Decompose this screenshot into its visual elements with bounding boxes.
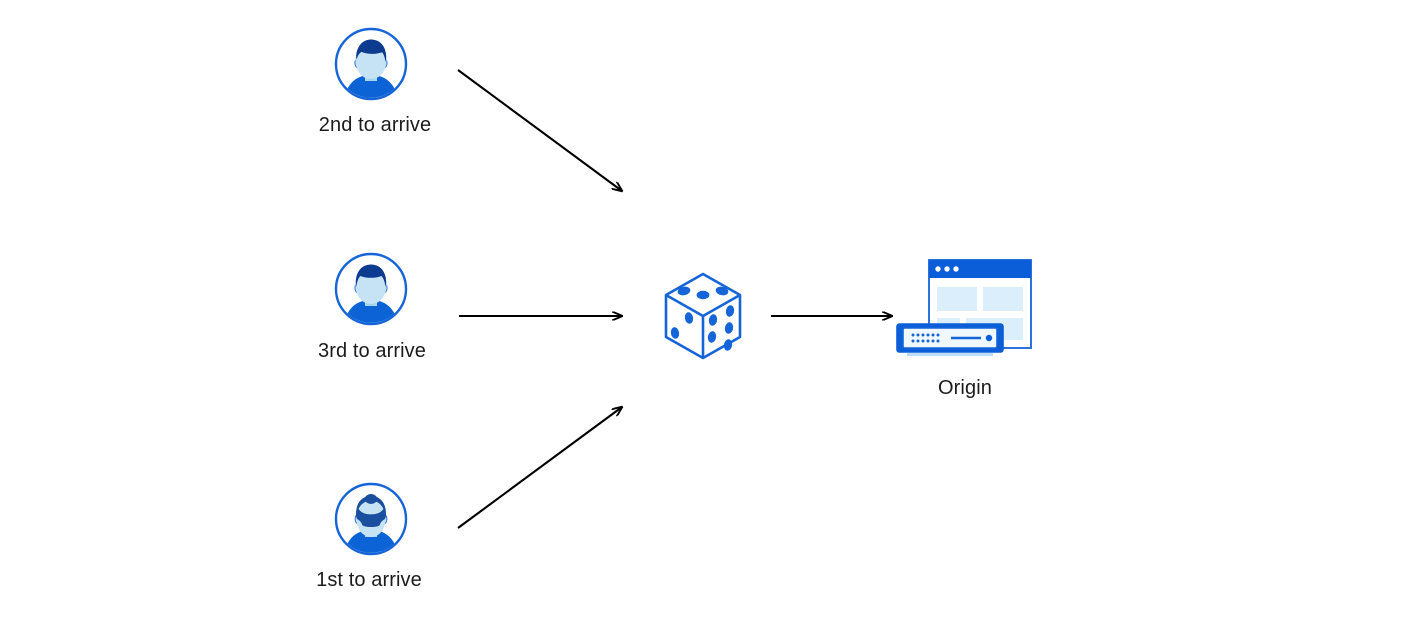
avatar-female-icon xyxy=(334,482,408,556)
avatar xyxy=(334,27,408,101)
node-label-client-3rd: 3rd to arrive xyxy=(317,340,426,362)
dice-icon xyxy=(664,272,742,360)
origin-server-icon xyxy=(896,259,1032,356)
node-label-origin: Origin xyxy=(938,377,992,399)
avatar xyxy=(334,482,408,556)
avatar xyxy=(334,252,408,326)
avatar-male-icon xyxy=(334,252,408,326)
server-device-icon xyxy=(896,323,1004,356)
arrow-1st-to-dice xyxy=(457,407,622,529)
avatar-male-icon xyxy=(334,27,408,101)
origin-illustration xyxy=(893,256,1035,360)
node-label-client-2nd: 2nd to arrive xyxy=(318,114,432,136)
node-label-client-1st: 1st to arrive xyxy=(316,569,422,591)
dice xyxy=(660,270,746,360)
